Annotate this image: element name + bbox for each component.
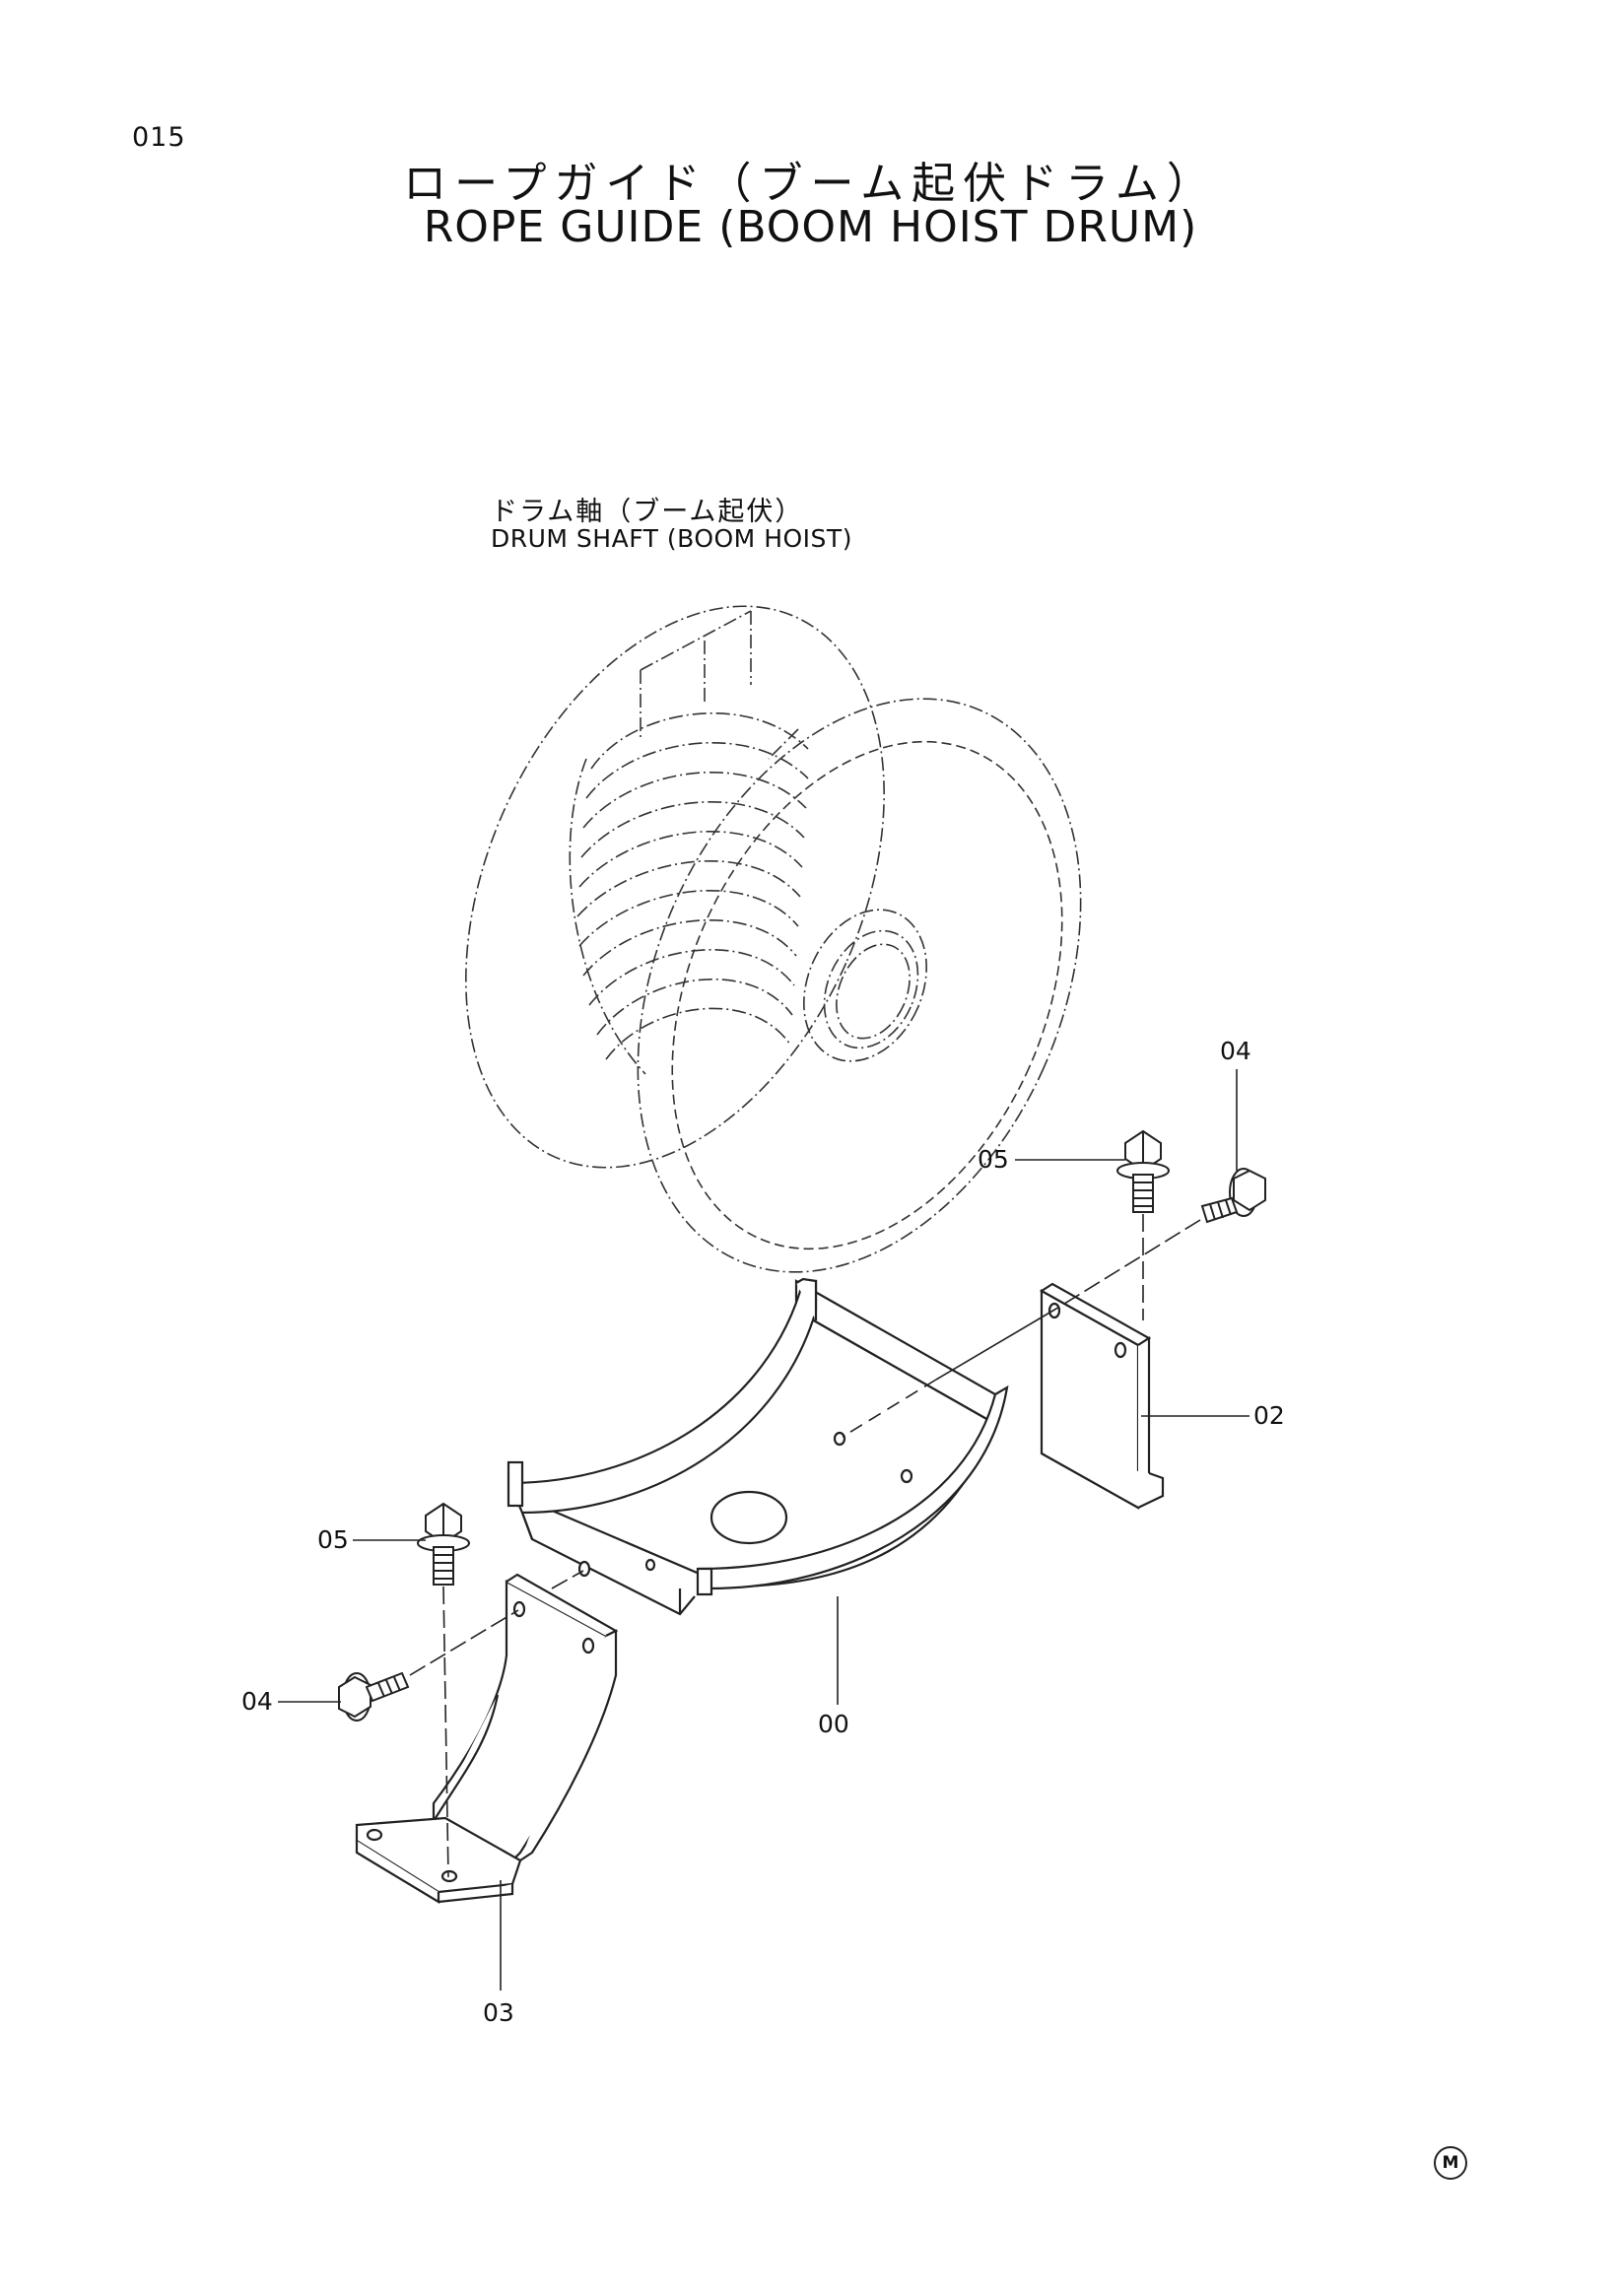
bolt-05-upper: [1116, 1129, 1170, 1213]
page-number: 015: [132, 122, 186, 153]
drum-shaft-label-japanese: ドラム軸（ブーム起伏）: [491, 497, 804, 527]
callout-04-upper: 04: [1220, 1037, 1251, 1065]
callout-04-lower: 04: [241, 1687, 273, 1716]
assembly-lines: [409, 1214, 1201, 1878]
title-japanese: ロープガイド（ブーム起伏ドラム）: [403, 159, 1218, 209]
callout-05-upper: 05: [978, 1145, 1009, 1174]
drum-shaft: [465, 605, 1082, 1273]
callout-02: 02: [1253, 1401, 1285, 1430]
part-00-rope-guide: [507, 1277, 1009, 1616]
callout-00: 00: [818, 1710, 849, 1738]
bolt-05-lower: [417, 1502, 470, 1586]
part-02-bracket: [1039, 1282, 1165, 1510]
part-03-bracket: [355, 1573, 619, 1904]
drum-shaft-label-english: DRUM SHAFT (BOOM HOIST): [491, 524, 852, 553]
bolt-04-lower: [338, 1671, 410, 1722]
manufacturer-mark: M: [1434, 2146, 1467, 2180]
callout-03: 03: [483, 1998, 514, 2027]
title-english: ROPE GUIDE (BOOM HOIST DRUM): [423, 202, 1198, 252]
callout-05-lower: 05: [317, 1525, 349, 1554]
bolt-04-upper: [1200, 1168, 1266, 1224]
leader-lines: [278, 1069, 1250, 1991]
